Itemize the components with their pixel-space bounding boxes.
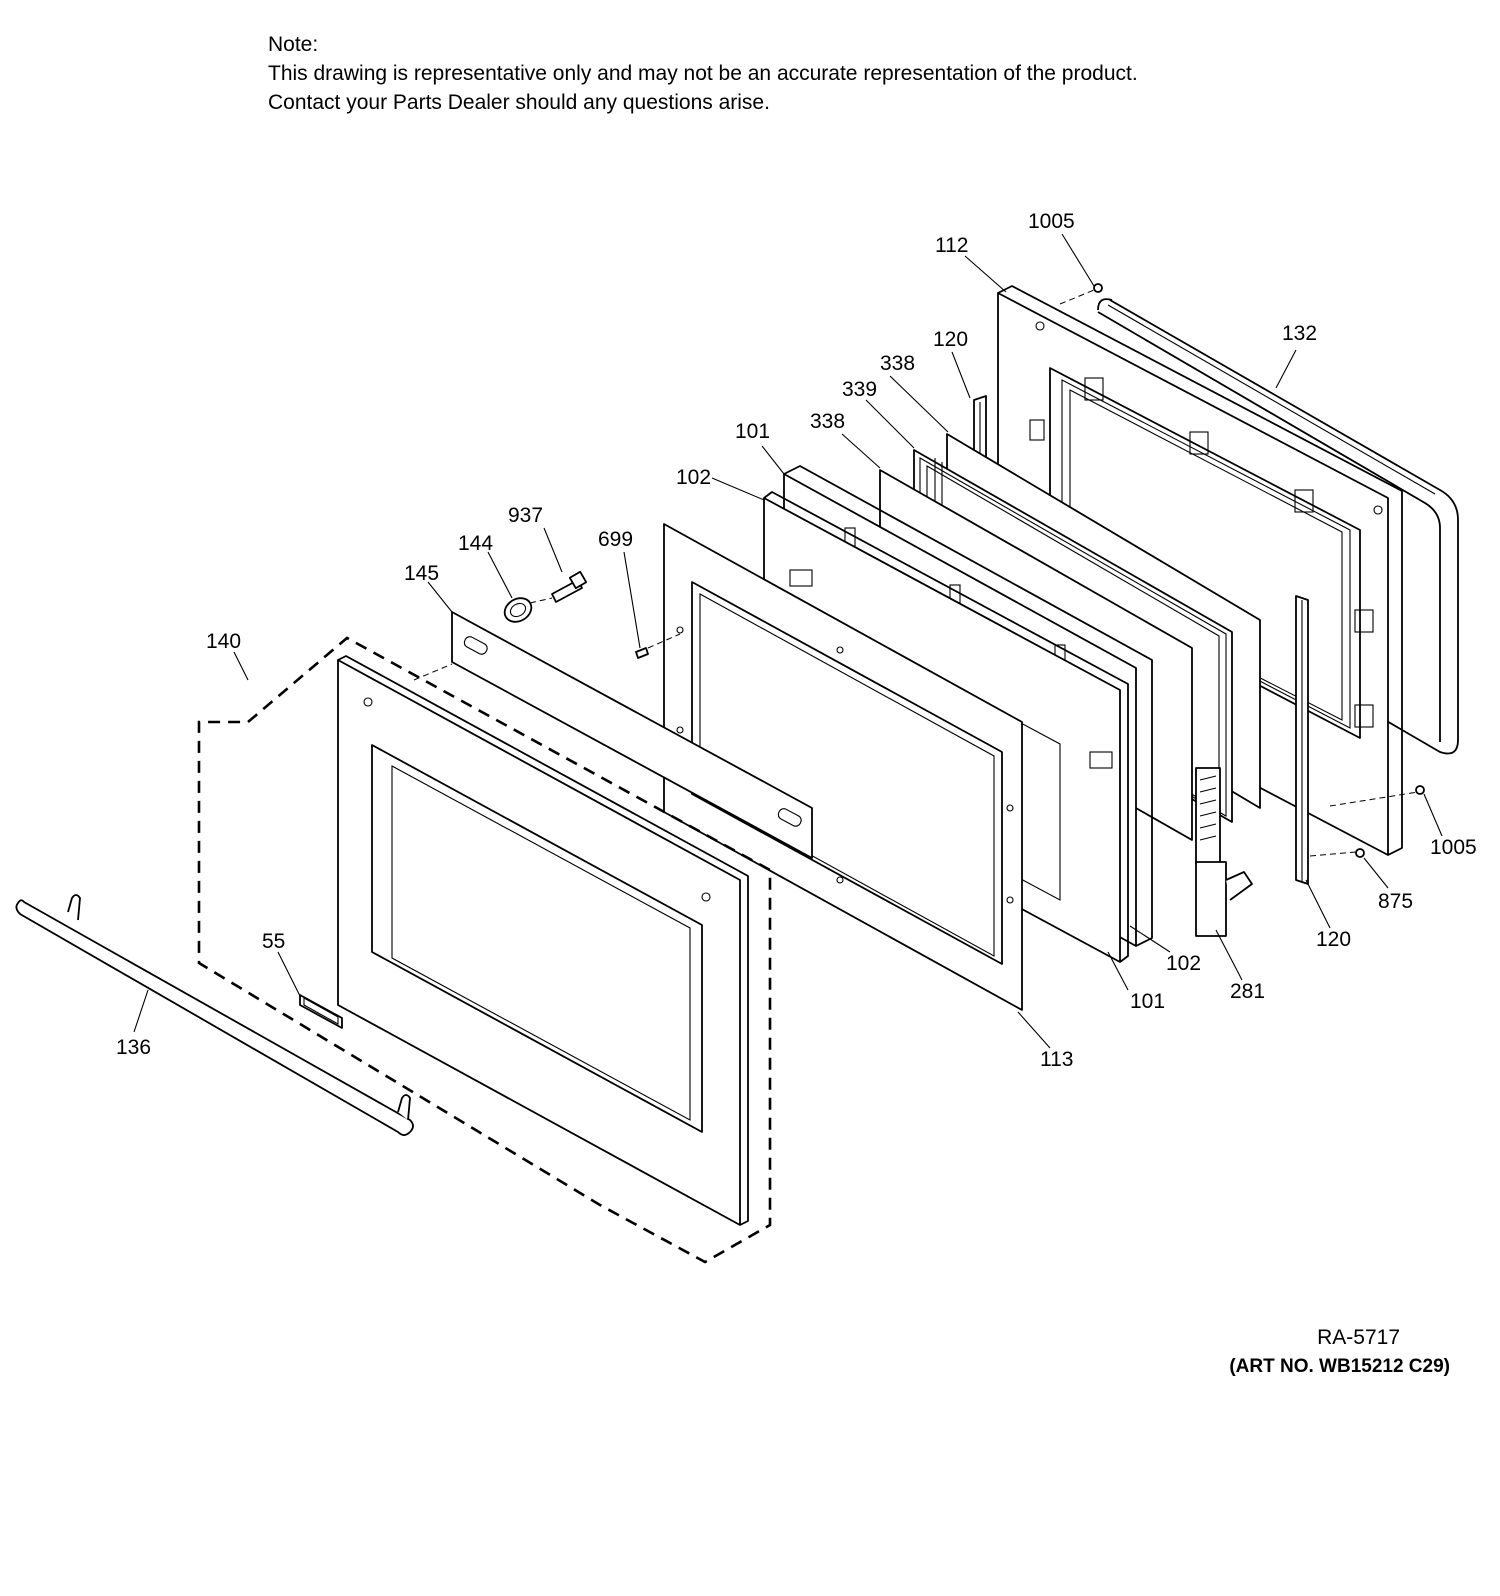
callout-338-mid: 338: [810, 410, 845, 433]
callout-102-bottom: 102: [1166, 952, 1201, 975]
part-1005-screw-top: [1093, 283, 1103, 293]
callout-120-bottom: 120: [1316, 928, 1351, 951]
callout-140: 140: [206, 630, 241, 653]
note-line-1: This drawing is representative only and …: [268, 62, 1138, 85]
part-140-assembly-outline: [197, 636, 772, 1264]
part-875-screw: [1355, 848, 1365, 858]
callout-136: 136: [116, 1036, 151, 1059]
callout-338-top: 338: [880, 352, 915, 375]
part-120-trim-bottom: [1295, 595, 1309, 885]
callout-699: 699: [598, 528, 633, 551]
callout-132: 132: [1282, 322, 1317, 345]
callout-102-top: 102: [676, 466, 711, 489]
art-number: (ART NO. WB15212 C29): [1229, 1356, 1450, 1377]
part-281-hinge: [1195, 767, 1253, 937]
note-block: Note: This drawing is representative onl…: [268, 30, 1138, 117]
part-55-badge: [299, 994, 343, 1029]
callout-1005-right: 1005: [1430, 836, 1477, 859]
callout-281: 281: [1230, 980, 1265, 1003]
callout-113: 113: [1040, 1048, 1073, 1071]
part-113-door-frame: [663, 523, 1023, 1011]
callout-145: 145: [404, 562, 439, 585]
callout-144: 144: [458, 532, 493, 555]
callout-55: 55: [262, 930, 285, 953]
callout-112: 112: [935, 234, 968, 257]
part-144-bushing: [503, 597, 533, 623]
callout-labels: 1005 112 132 120 338 339 338 101 102 937…: [116, 210, 1477, 1071]
part-1005-screw-right: [1415, 785, 1425, 795]
part-699-screw: [635, 647, 649, 659]
callout-339: 339: [842, 378, 877, 401]
drawing-reference: RA-5717: [1317, 1326, 1400, 1349]
callout-101-bottom: 101: [1130, 990, 1165, 1013]
part-145-mounting-plate: [451, 611, 813, 859]
note-line-2: Contact your Parts Dealer should any que…: [268, 91, 770, 114]
leader-lines: [133, 233, 1443, 1049]
part-937-fastener: [551, 570, 588, 603]
outer-glass-door: [337, 655, 749, 1226]
note-heading: Note:: [268, 33, 319, 56]
alignment-lines: [413, 289, 1419, 857]
part-136-handle: [15, 894, 414, 1136]
callout-937: 937: [508, 504, 543, 527]
callout-875: 875: [1378, 890, 1413, 913]
callout-120-top: 120: [933, 328, 968, 351]
callout-101-top: 101: [735, 420, 770, 443]
callout-1005-top: 1005: [1028, 210, 1075, 233]
